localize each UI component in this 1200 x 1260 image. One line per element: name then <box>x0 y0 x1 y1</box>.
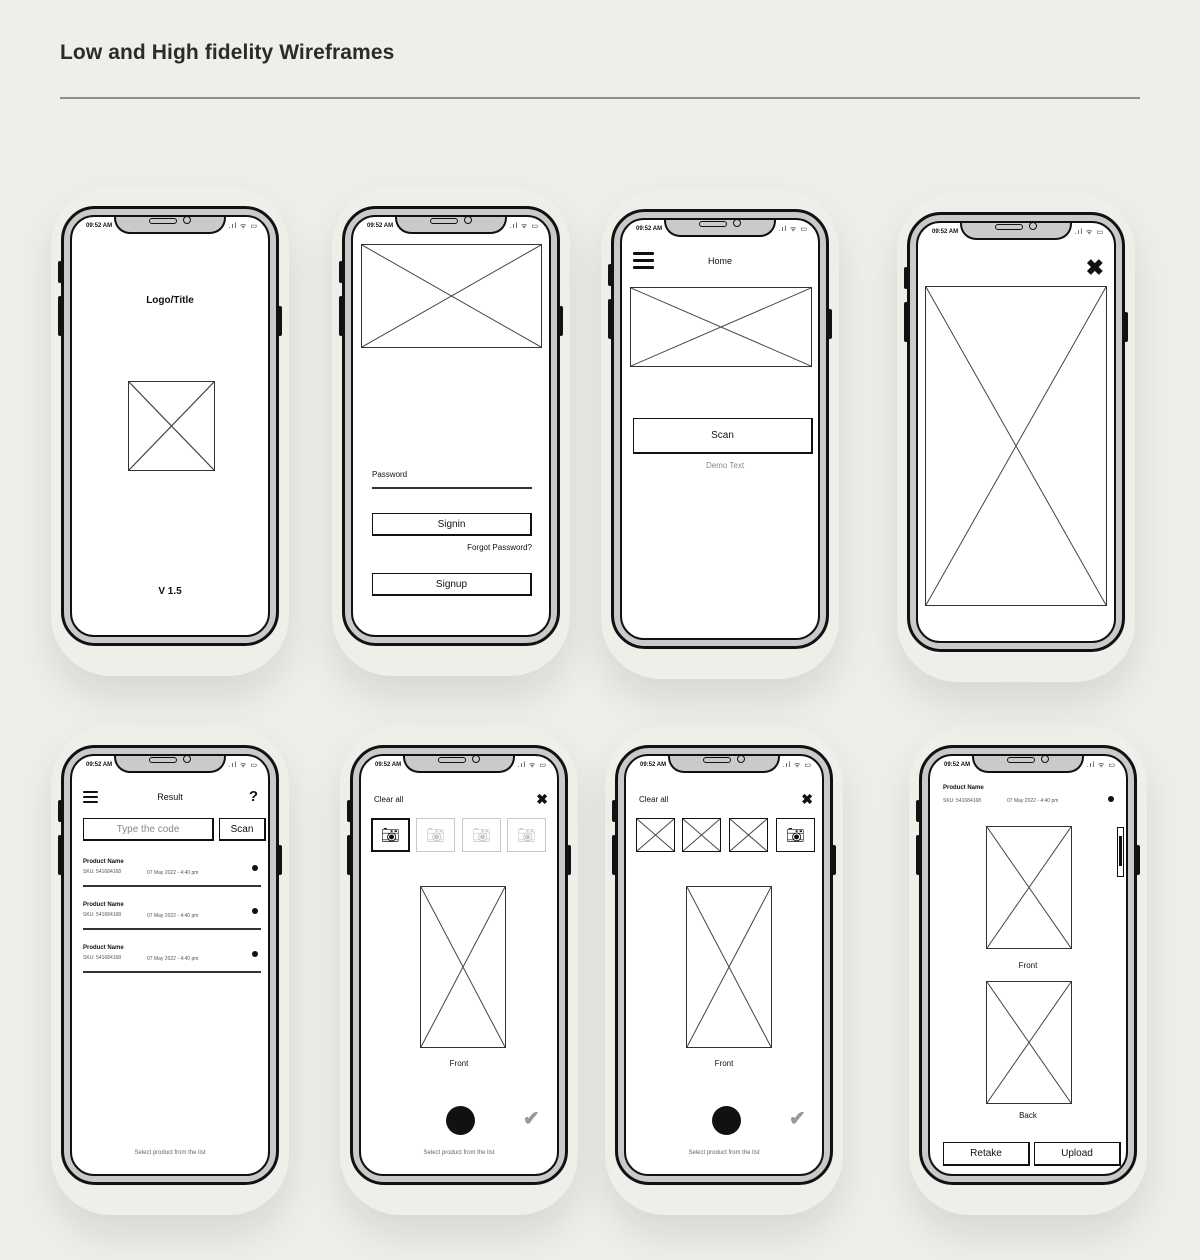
front-photo-placeholder <box>986 826 1072 949</box>
page-title: Low and High fidelity Wireframes <box>60 41 395 64</box>
status-icons: .ıl ᯤ ▭ <box>517 762 547 769</box>
back-photo-placeholder <box>986 981 1072 1104</box>
shutter-button[interactable] <box>712 1106 741 1135</box>
status-icons: .ıl ᯤ ▭ <box>228 223 258 230</box>
check-icon[interactable]: ✔ <box>523 1108 540 1130</box>
screen-capture-empty: 09:52 AM .ıl ᯤ ▭ Clear all ✖ 📷︎ 📷︎ 📷︎ 📷︎… <box>359 754 559 1176</box>
camera-icon[interactable]: 📷︎ <box>371 818 410 852</box>
footer-hint: Select product from the list <box>423 1150 495 1156</box>
phone-camera: 09:52 AM .ıl ᯤ ▭ ✖ <box>904 212 1128 652</box>
camera-icon[interactable]: 📷︎ <box>462 818 501 852</box>
screen-home: 09:52 AM .ıl ᯤ ▭ Home Scan Demo Text <box>620 218 820 640</box>
logo-placeholder <box>128 381 215 471</box>
footer-hint: Select product from the list <box>688 1150 760 1156</box>
status-icons: .ıl ᯤ ▭ <box>778 226 808 233</box>
phone-capture-empty: 09:52 AM .ıl ᯤ ▭ Clear all ✖ 📷︎ 📷︎ 📷︎ 📷︎… <box>347 745 571 1185</box>
product-sku: SKU: 541684168 <box>943 798 982 804</box>
status-icons: .ıl ᯤ ▭ <box>1074 229 1104 236</box>
status-dot <box>252 865 258 871</box>
list-item[interactable]: Product Name SKU: 541684168 07 May 2022 … <box>83 902 261 936</box>
status-time: 09:52 AM <box>932 229 959 235</box>
menu-icon[interactable] <box>633 252 654 270</box>
demo-text: Demo Text <box>705 461 745 470</box>
photo-placeholder <box>686 886 772 1048</box>
status-time: 09:52 AM <box>367 223 394 229</box>
clear-all-button[interactable]: Clear all <box>374 795 404 804</box>
forgot-password-link[interactable]: Forgot Password? <box>467 543 532 552</box>
back-label: Back <box>1019 1111 1037 1120</box>
screen-review: 09:52 AM .ıl ᯤ ▭ Product Name SKU: 54168… <box>928 754 1128 1176</box>
shutter-button[interactable] <box>446 1106 475 1135</box>
screen-splash: 09:52 AM .ıl ᯤ ▭ Logo/Title V 1.5 <box>70 215 270 637</box>
close-icon[interactable]: ✖ <box>1085 255 1104 280</box>
phone-login: 09:52 AM .ıl ᯤ ▭ Password Signin Forgot … <box>339 206 563 646</box>
retake-button[interactable]: Retake <box>943 1142 1030 1166</box>
status-time: 09:52 AM <box>944 762 971 768</box>
logo-title: Logo/Title <box>146 295 194 306</box>
product-name: Product Name <box>943 785 984 791</box>
phone-review: 09:52 AM .ıl ᯤ ▭ Product Name SKU: 54168… <box>916 745 1140 1185</box>
password-field[interactable] <box>372 487 532 489</box>
footer-hint: Select product from the list <box>134 1150 206 1156</box>
status-time: 09:52 AM <box>375 762 402 768</box>
screen-login: 09:52 AM .ıl ᯤ ▭ Password Signin Forgot … <box>351 215 551 637</box>
product-date: 07 May 2022 - 4:40 pm <box>1007 798 1059 804</box>
signup-button[interactable]: Signup <box>372 573 532 596</box>
clear-all-button[interactable]: Clear all <box>639 795 669 804</box>
status-dot <box>252 951 258 957</box>
status-dot <box>1108 796 1114 802</box>
status-icons: .ıl ᯤ ▭ <box>228 762 258 769</box>
status-icons: .ıl ᯤ ▭ <box>509 223 539 230</box>
status-icons: .ıl ᯤ ▭ <box>1086 762 1116 769</box>
screen-capture-filled: 09:52 AM .ıl ᯤ ▭ Clear all ✖ 📷︎ Front ✔ … <box>624 754 824 1176</box>
signin-button[interactable]: Signin <box>372 513 532 536</box>
scan-button[interactable]: Scan <box>633 418 813 454</box>
camera-icon[interactable]: 📷︎ <box>507 818 546 852</box>
photo-placeholder <box>420 886 506 1048</box>
upload-button[interactable]: Upload <box>1034 1142 1121 1166</box>
camera-icon[interactable]: 📷︎ <box>416 818 455 852</box>
status-time: 09:52 AM <box>86 762 113 768</box>
version-label: V 1.5 <box>158 586 182 597</box>
list-item[interactable]: Product Name SKU: 541684168 07 May 2022 … <box>83 945 261 979</box>
screen-result: 09:52 AM .ıl ᯤ ▭ Result ? Type the code … <box>70 754 270 1176</box>
thumbnail-placeholder[interactable] <box>729 818 768 852</box>
camera-viewfinder-placeholder <box>925 286 1107 606</box>
help-icon[interactable]: ? <box>248 788 258 805</box>
front-label: Front <box>1018 961 1038 970</box>
divider <box>60 97 1140 99</box>
status-time: 09:52 AM <box>86 223 113 229</box>
status-time: 09:52 AM <box>640 762 667 768</box>
thumbnail-placeholder[interactable] <box>682 818 721 852</box>
close-icon[interactable]: ✖ <box>536 791 548 807</box>
camera-icon[interactable]: 📷︎ <box>776 818 815 852</box>
notch <box>114 217 226 234</box>
list-item[interactable]: Product Name SKU: 541684168 07 May 2022 … <box>83 859 261 893</box>
result-title: Result <box>157 792 183 802</box>
close-icon[interactable]: ✖ <box>801 791 813 807</box>
screen-camera: 09:52 AM .ıl ᯤ ▭ ✖ <box>916 221 1116 643</box>
home-title: Home <box>707 256 732 266</box>
scrollbar[interactable] <box>1117 827 1124 877</box>
photo-label: Front <box>449 1059 469 1068</box>
photo-label: Front <box>714 1059 734 1068</box>
phone-result: 09:52 AM .ıl ᯤ ▭ Result ? Type the code … <box>58 745 282 1185</box>
password-label: Password <box>372 470 408 479</box>
phone-splash: 09:52 AM .ıl ᯤ ▭ Logo/Title V 1.5 <box>58 206 282 646</box>
code-search-input[interactable]: Type the code <box>83 818 214 841</box>
banner-placeholder <box>630 287 812 367</box>
check-icon[interactable]: ✔ <box>789 1108 806 1130</box>
phone-home: 09:52 AM .ıl ᯤ ▭ Home Scan Demo Text <box>608 209 832 649</box>
status-icons: .ıl ᯤ ▭ <box>782 762 812 769</box>
hero-image-placeholder <box>361 244 542 348</box>
scan-button[interactable]: Scan <box>219 818 266 841</box>
menu-icon[interactable] <box>83 791 98 803</box>
status-time: 09:52 AM <box>636 226 663 232</box>
thumbnail-placeholder[interactable] <box>636 818 675 852</box>
phone-capture-filled: 09:52 AM .ıl ᯤ ▭ Clear all ✖ 📷︎ Front ✔ … <box>612 745 836 1185</box>
status-dot <box>252 908 258 914</box>
